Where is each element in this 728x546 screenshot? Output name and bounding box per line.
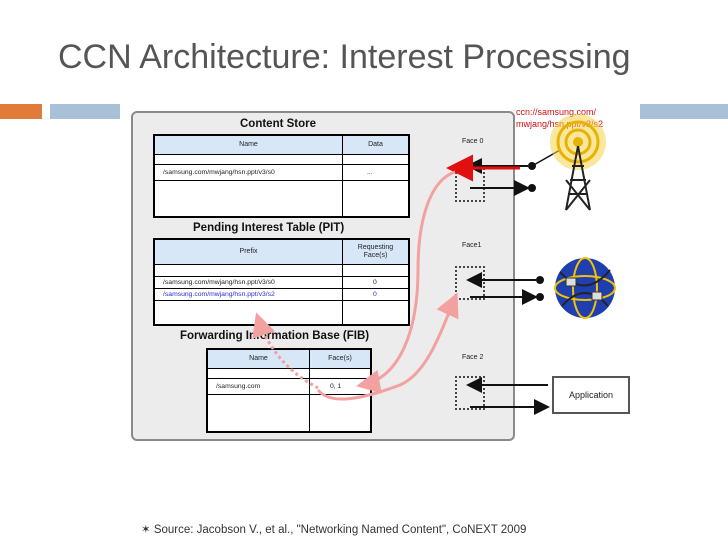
accent-bar-orange (0, 104, 42, 119)
network-globe-icon (554, 257, 616, 319)
face-0-label: Face 0 (462, 138, 484, 145)
col-header-name: Name (249, 355, 268, 362)
source-citation: ✶ Source: Jacobson V., et al., "Networki… (141, 524, 527, 536)
accent-bar-blue-left (50, 104, 120, 119)
face-1-box (455, 266, 485, 300)
pit-row-faces: 0 (373, 279, 377, 286)
pit-row-faces-new: 0 (373, 291, 377, 298)
face-2-links (466, 377, 550, 415)
pit-row-prefix: /samsung.com/mwjang/hsn.ppt/v3/s0 (163, 279, 275, 286)
pit-row-prefix-new: /samsung.com/mwjang/hsn.ppt/v3/s2 (163, 291, 275, 298)
slide-title: CCN Architecture: Interest Processing (58, 38, 631, 76)
col-header-requesting-faces: Requesting Face(s) (357, 244, 394, 259)
interest-name-line-1: ccn://samsung.com/ (516, 107, 597, 117)
col-header-data: Data (368, 141, 383, 148)
col-header-prefix: Prefix (239, 248, 258, 255)
content-store-title: Content Store (240, 118, 317, 130)
content-store-table: Name Data /samsung.com/mwjang/hsn.ppt/v3… (153, 134, 410, 218)
application-box: Application (552, 376, 630, 414)
content-store-row-data: ... (367, 169, 373, 176)
accent-bar-blue-right (640, 104, 728, 119)
pit-title: Pending Interest Table (PIT) (193, 222, 345, 234)
fib-row-faces: 0, 1 (330, 383, 342, 390)
radio-tower-icon (550, 114, 606, 211)
interest-processing-path (252, 170, 459, 401)
pit-header: Prefix Requesting Face(s) (155, 240, 408, 265)
face-2-label: Face 2 (462, 354, 484, 361)
content-store-row-name: /samsung.com/mwjang/hsn.ppt/v3/s0 (163, 169, 275, 176)
fib-header: Name Face(s) (208, 350, 370, 369)
face-1-links (466, 272, 544, 305)
face-0-links (466, 149, 561, 196)
pit-table: Prefix Requesting Face(s) /samsung.com/m… (153, 238, 410, 326)
col-header-name: Name (239, 141, 258, 148)
fib-row-name: /samsung.com (216, 383, 261, 390)
content-store-header: Name Data (155, 136, 408, 155)
face-1-label: Face1 (462, 242, 482, 249)
col-header-faces: Face(s) (328, 355, 352, 362)
